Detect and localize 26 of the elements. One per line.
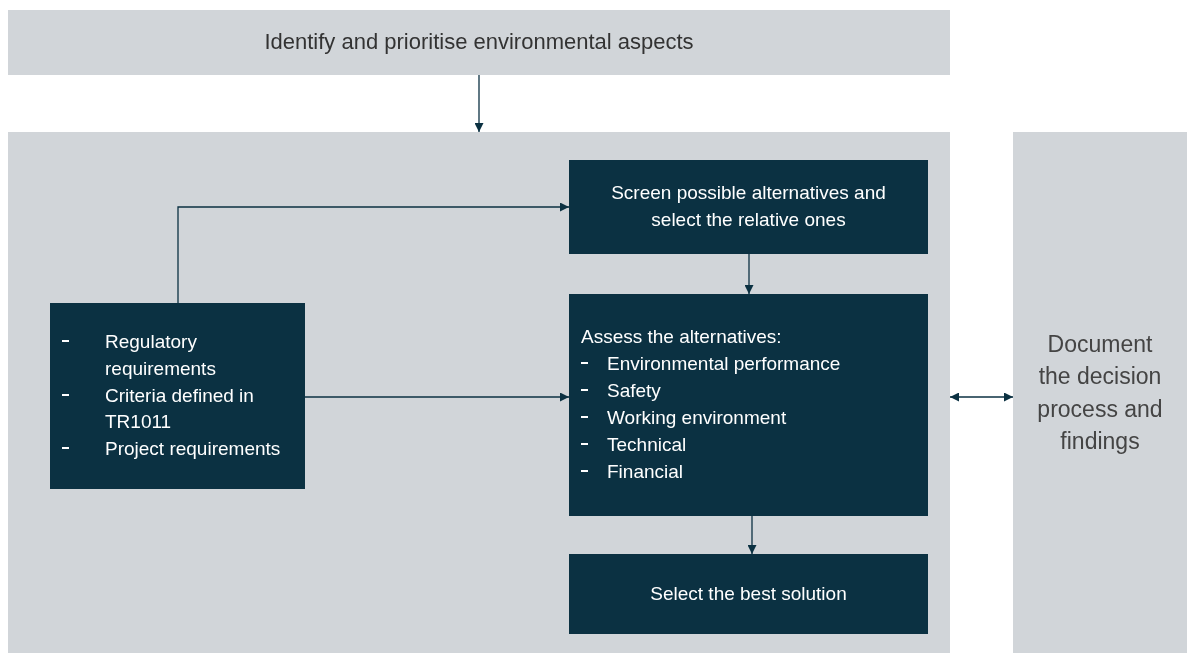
arrow <box>177 202 570 304</box>
list-item: Working environment <box>607 406 787 430</box>
process-box <box>569 294 928 516</box>
list-item: Financial <box>607 459 684 484</box>
input-box <box>50 303 305 489</box>
process-panel <box>1013 132 1187 653</box>
process-box <box>569 554 928 634</box>
list-item: Project requirements <box>105 437 281 462</box>
arrow <box>747 515 757 555</box>
list-item: Technical <box>607 432 687 457</box>
group-panel <box>8 132 950 653</box>
node-label: Select the best solution <box>649 581 848 606</box>
node-label: Identify and prioritise environmental aspects <box>263 28 695 57</box>
list-heading: Assess the alternatives: <box>581 325 783 350</box>
arrow <box>474 74 484 133</box>
arrow <box>304 392 570 402</box>
arrow <box>744 253 754 295</box>
list-item: Safety <box>607 379 661 404</box>
arrow <box>949 392 1014 402</box>
list-item: Criteria defined in TR1011 <box>105 383 255 435</box>
node-label: Document the decision process and findings <box>1036 330 1164 456</box>
node-label: Screen possible alternatives and select the relative ones <box>610 181 887 232</box>
process-box <box>569 160 928 254</box>
list-item: Regulatory requirements <box>105 329 217 381</box>
process-band <box>8 10 950 75</box>
list-item: Environmental performance <box>607 352 841 377</box>
